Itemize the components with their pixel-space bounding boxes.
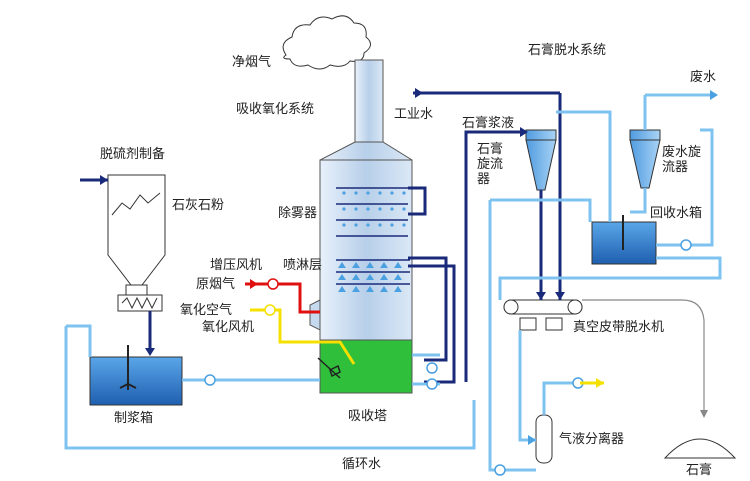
limestone-powder-label: 石灰石粉 [172, 198, 225, 213]
industrial-water-label: 工业水 [394, 107, 434, 122]
gypsum-cyclone-label: 石膏旋流器 [477, 142, 504, 187]
recovery-water-tank [591, 215, 657, 265]
wastewater-cyclone [629, 129, 661, 189]
absorber-agitator [317, 357, 341, 379]
pumps [204, 239, 692, 476]
oxidation-air-line [250, 304, 604, 388]
wastewater-label: 废水 [690, 70, 717, 85]
limestone-silo [107, 174, 166, 296]
gas-liquid-separator-label: 气液分离器 [559, 432, 625, 447]
wastewater-cyclone-label: 废水旋流器 [662, 145, 702, 175]
gypsum-label: 石膏 [686, 463, 713, 478]
oxidation-air-label: 氧化空气 [180, 303, 233, 318]
slurry-tank-label: 制浆箱 [114, 411, 154, 426]
light-pipes [64, 93, 722, 472]
slurry-prep-tank [89, 345, 183, 406]
smoke-cloud [282, 15, 371, 70]
gas-liquid-separator [535, 414, 553, 464]
gypsum-discharge-line [582, 299, 708, 418]
light-arrows [528, 90, 718, 445]
screw-feeder [117, 294, 163, 312]
booster-fan-label: 增压风机 [210, 258, 263, 273]
absorber-tower [309, 141, 413, 394]
gypsum-pile [663, 438, 737, 459]
gypsum-cyclone [525, 129, 557, 191]
demister-label: 除雾器 [278, 206, 318, 221]
gypsum-dewatering-system-label: 石膏脱水系统 [528, 43, 607, 58]
dark-arrows [100, 88, 565, 356]
spray-nozzles [338, 262, 402, 292]
recovery-water-tank-label: 回收水箱 [650, 206, 703, 221]
circulating-water-label: 循环水 [342, 457, 382, 472]
absorption-oxidation-system-label: 吸收氧化系统 [236, 102, 315, 117]
clean-flue-gas-label: 净烟气 [232, 55, 272, 70]
oxidation-fan-label: 氧化风机 [202, 320, 255, 335]
raw-flue-gas-line [245, 278, 320, 314]
demister-dots [342, 191, 406, 227]
demister-layers [336, 187, 408, 237]
absorber-label: 吸收塔 [348, 409, 388, 424]
gypsum-slurry-label: 石膏浆液 [462, 116, 515, 131]
spray-layer-label: 喷淋层 [283, 258, 323, 273]
stack [354, 59, 384, 143]
spray-layers [336, 259, 410, 285]
vacuum-belt-filter [503, 299, 583, 331]
raw-flue-gas-label: 原烟气 [196, 277, 236, 292]
vacuum-belt-filter-label: 真空皮带脱水机 [573, 320, 665, 335]
desulfurizer-prep-label: 脱硫剂制备 [100, 147, 166, 162]
